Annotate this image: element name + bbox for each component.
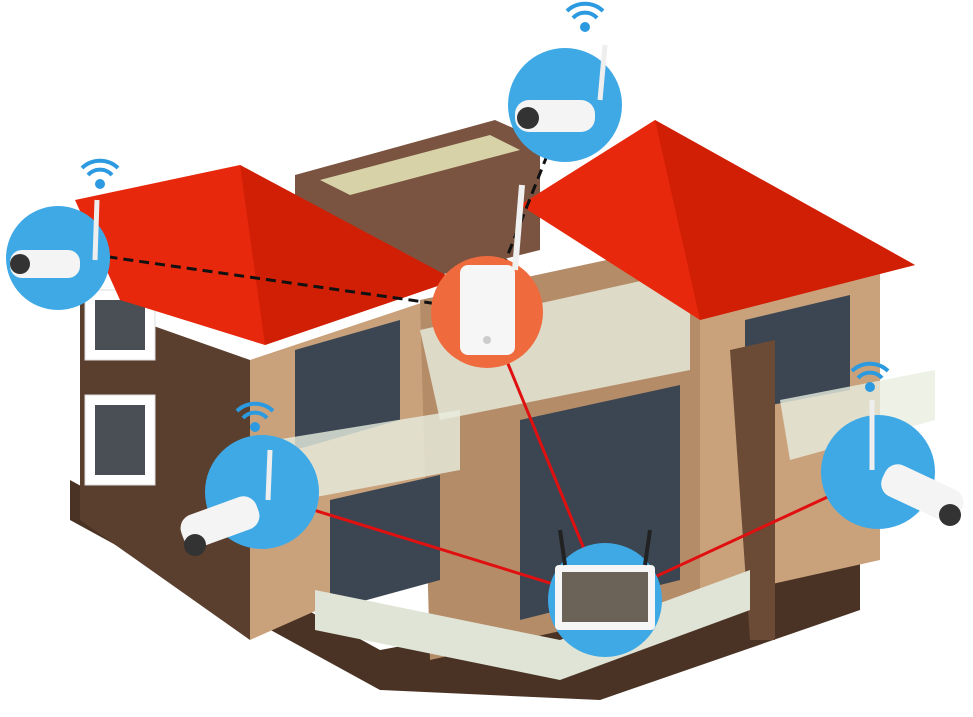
camera-top (508, 1, 622, 162)
balcony-center (420, 270, 690, 420)
camera-middle-left (180, 401, 319, 556)
monitor-icon (555, 529, 655, 630)
camera-icon (180, 449, 273, 556)
camera-icon (515, 44, 608, 132)
roof-right-shade (655, 120, 915, 320)
balcony-left (275, 410, 460, 500)
camera-top-left (6, 158, 120, 310)
wifi-icon (235, 401, 275, 432)
side-window-2-glass (95, 405, 145, 475)
left-window-upper (295, 320, 400, 450)
pillar (730, 340, 775, 640)
camera-right (821, 361, 964, 529)
repeater (431, 184, 543, 368)
roof-left-shade (240, 165, 455, 345)
left-window-lower (330, 475, 440, 610)
balcony-right (780, 370, 935, 460)
tower-top (320, 135, 520, 195)
wifi-icon (850, 361, 890, 392)
router-icon (460, 184, 525, 355)
wifi-icon (80, 158, 120, 189)
side-window-1-glass (95, 300, 145, 350)
camera-icon (869, 400, 964, 526)
balcony-bottom (315, 570, 750, 680)
link-midleft-nvr (264, 493, 606, 602)
camera-icon (10, 199, 100, 278)
wireless-link-top-left (59, 248, 481, 312)
wifi-icon (565, 1, 605, 32)
house (70, 120, 935, 700)
nvr (548, 529, 662, 657)
house-base-shadow (70, 480, 860, 700)
left-wing-wall (80, 300, 250, 640)
